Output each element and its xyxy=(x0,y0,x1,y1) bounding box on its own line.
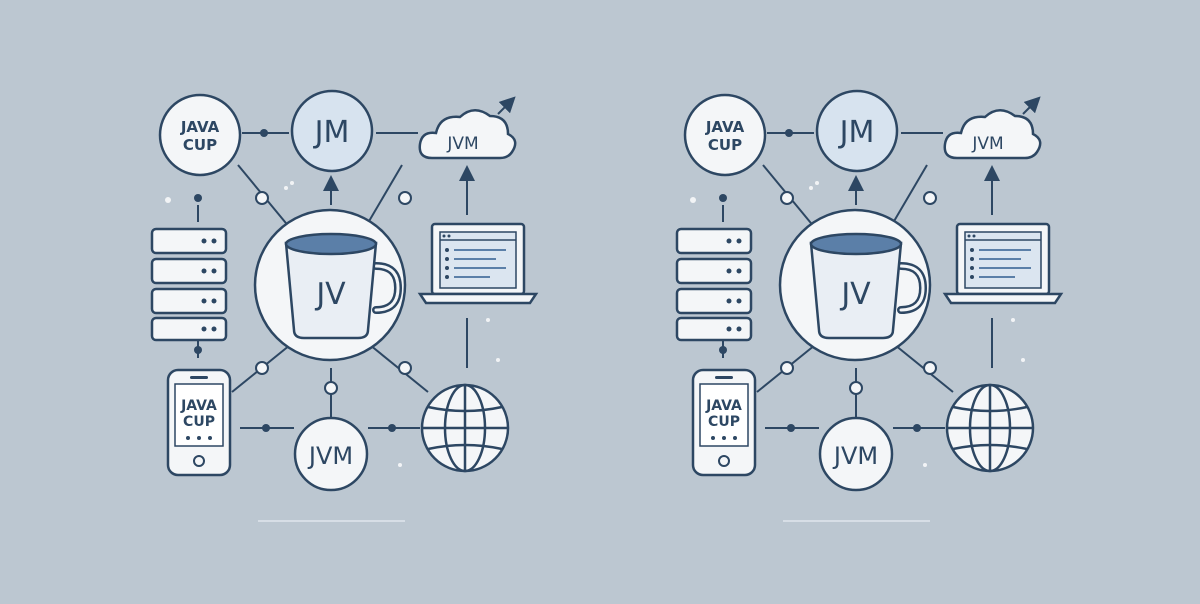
diagram-right: JAVA CUP JM JVM xyxy=(675,89,1064,522)
connector-nodes xyxy=(780,191,937,395)
connector-dots xyxy=(194,129,396,432)
smartphone-icon: JAVA CUP xyxy=(691,368,757,477)
phone-label-line2: CUP xyxy=(708,414,740,430)
phone-label-line1: JAVA xyxy=(705,398,742,414)
connector-nodes xyxy=(255,191,412,395)
laptop-icon xyxy=(417,222,539,305)
server-stack-icon xyxy=(150,227,228,342)
connector-dots xyxy=(719,129,921,432)
java-cup-badge: JAVA CUP xyxy=(158,93,242,177)
mug-label: JV xyxy=(839,277,871,312)
smartphone-icon: JAVA CUP xyxy=(166,368,232,477)
cloud-label: JVM xyxy=(446,134,478,154)
mug-label: JV xyxy=(314,277,346,312)
phone-label-line2: CUP xyxy=(183,414,215,430)
laptop-icon xyxy=(942,222,1064,305)
java-cup-badge-line1: JAVA xyxy=(705,118,745,136)
java-cup-badge: JAVA CUP xyxy=(683,93,767,177)
coffee-mug-icon: JV xyxy=(778,208,932,362)
coffee-mug-icon: JV xyxy=(253,208,407,362)
diagram-left: JAVA CUP JM JVM xyxy=(150,89,539,522)
cloud-label: JVM xyxy=(971,134,1003,154)
jvm-badge: JVM xyxy=(293,416,369,492)
java-cup-badge-line1: JAVA xyxy=(180,118,220,136)
jm-badge-label: JM xyxy=(838,115,875,150)
jvm-badge: JVM xyxy=(818,416,894,492)
jm-badge: JM xyxy=(290,89,374,173)
globe-icon xyxy=(945,383,1035,473)
cloud-icon: JVM xyxy=(418,109,517,160)
jm-badge-label: JM xyxy=(313,115,350,150)
server-stack-icon xyxy=(675,227,753,342)
cloud-icon: JVM xyxy=(943,109,1042,160)
java-cup-badge-line2: CUP xyxy=(183,136,217,154)
globe-icon xyxy=(420,383,510,473)
sparkle-dots xyxy=(165,181,500,467)
phone-label-line1: JAVA xyxy=(180,398,217,414)
jvm-badge-label: JVM xyxy=(307,442,353,470)
jm-badge: JM xyxy=(815,89,899,173)
jvm-badge-label: JVM xyxy=(832,442,878,470)
java-cup-badge-line2: CUP xyxy=(708,136,742,154)
sparkle-dots xyxy=(690,181,1025,467)
